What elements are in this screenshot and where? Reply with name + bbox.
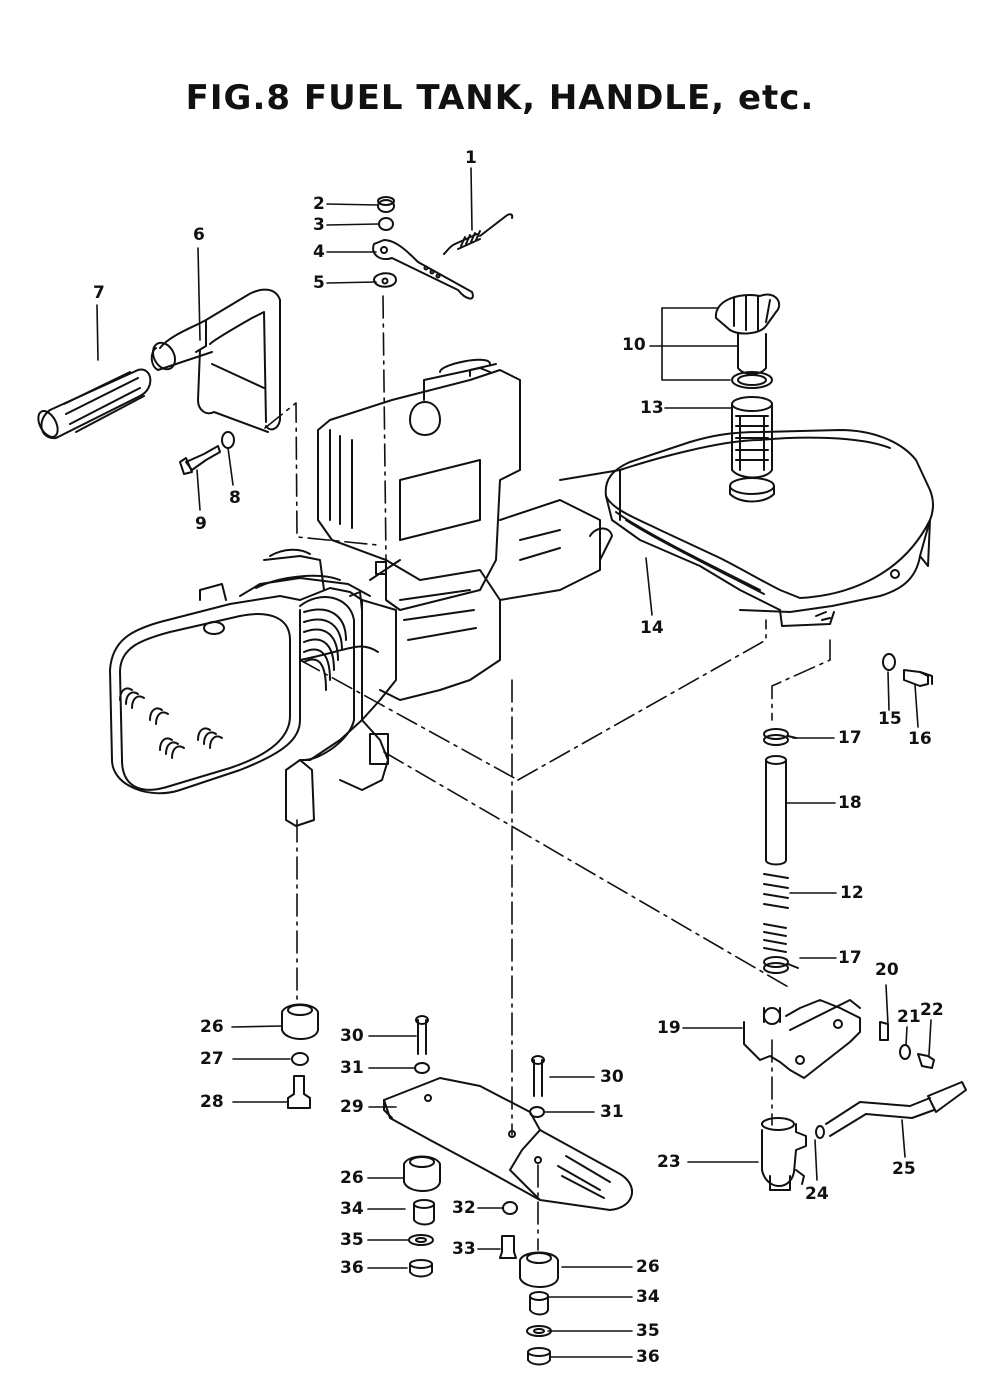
base-plate-part-29 [383,1077,633,1211]
mount-stack-left [281,1003,319,1109]
callout-31-right: 31 [600,1102,624,1122]
callout-1: 1 [465,148,477,168]
fuel-cap-part-10 [714,293,781,389]
callout-26-left: 26 [200,1017,224,1037]
engine-block [317,358,621,701]
callout-3: 3 [313,215,325,235]
bolts-washers-30-31 [414,1015,545,1118]
fuel-tank-part-14 [604,429,934,627]
callout-34-center: 34 [340,1199,364,1219]
mount-stack-center [403,1155,441,1278]
callout-35-center: 35 [340,1230,364,1250]
fuel-cock-part-23 [761,1117,807,1191]
callout-15: 15 [878,709,902,729]
callout-28: 28 [200,1092,224,1112]
figure-title: FIG.8 FUEL TANK, HANDLE, etc. [185,78,815,118]
callout-20: 20 [875,960,899,980]
callout-33: 33 [452,1239,476,1259]
throttle-lever-group [372,196,474,300]
callout-35-right: 35 [636,1321,660,1341]
callout-29: 29 [340,1097,364,1117]
callout-19: 19 [657,1018,681,1038]
callout-24: 24 [805,1184,829,1204]
callout-10: 10 [622,335,646,355]
spring-part-1 [443,213,514,255]
callout-17-upper: 17 [838,728,862,748]
callout-14: 14 [640,618,664,638]
callout-36-right: 36 [636,1347,660,1367]
callout-36-center: 36 [340,1258,364,1278]
fuel-cock-bracket-part-19 [743,999,935,1079]
hose-part-25 [815,1081,967,1139]
fuel-line-group [763,728,799,974]
callout-22: 22 [920,1000,944,1020]
leader-lines [96,167,932,1358]
callout-7: 7 [93,283,105,303]
callout-4: 4 [313,242,325,262]
callout-6: 6 [193,225,205,245]
callout-17-lower: 17 [838,948,862,968]
callout-21: 21 [897,1007,921,1027]
callout-26-right: 26 [636,1257,660,1277]
washer-bolt-parts-15-16 [882,653,933,687]
handle-frame-part-6 [150,288,281,433]
callout-8: 8 [229,488,241,508]
callout-23: 23 [657,1152,681,1172]
callout-27: 27 [200,1049,224,1069]
callout-5: 5 [313,273,325,293]
fuel-strainer-part-13 [729,396,775,503]
generator-housing [109,548,397,827]
bolt-washer-parts-8-9 [179,431,235,475]
callout-2: 2 [313,194,325,214]
callout-18: 18 [838,793,862,813]
callout-12: 12 [840,883,864,903]
callout-25: 25 [892,1159,916,1179]
assembly-lines [264,295,831,1251]
mount-stack-right [519,1251,559,1366]
callout-31-left: 31 [340,1058,364,1078]
callout-9: 9 [195,514,207,534]
callout-30-left: 30 [340,1026,364,1046]
grip-part-7 [37,341,177,440]
callout-26-center: 26 [340,1168,364,1188]
callout-30-right: 30 [600,1067,624,1087]
callout-32: 32 [452,1198,476,1218]
parts-32-33 [499,1201,518,1259]
callout-34-right: 34 [636,1287,660,1307]
callout-13: 13 [640,398,664,418]
callout-16: 16 [908,729,932,749]
